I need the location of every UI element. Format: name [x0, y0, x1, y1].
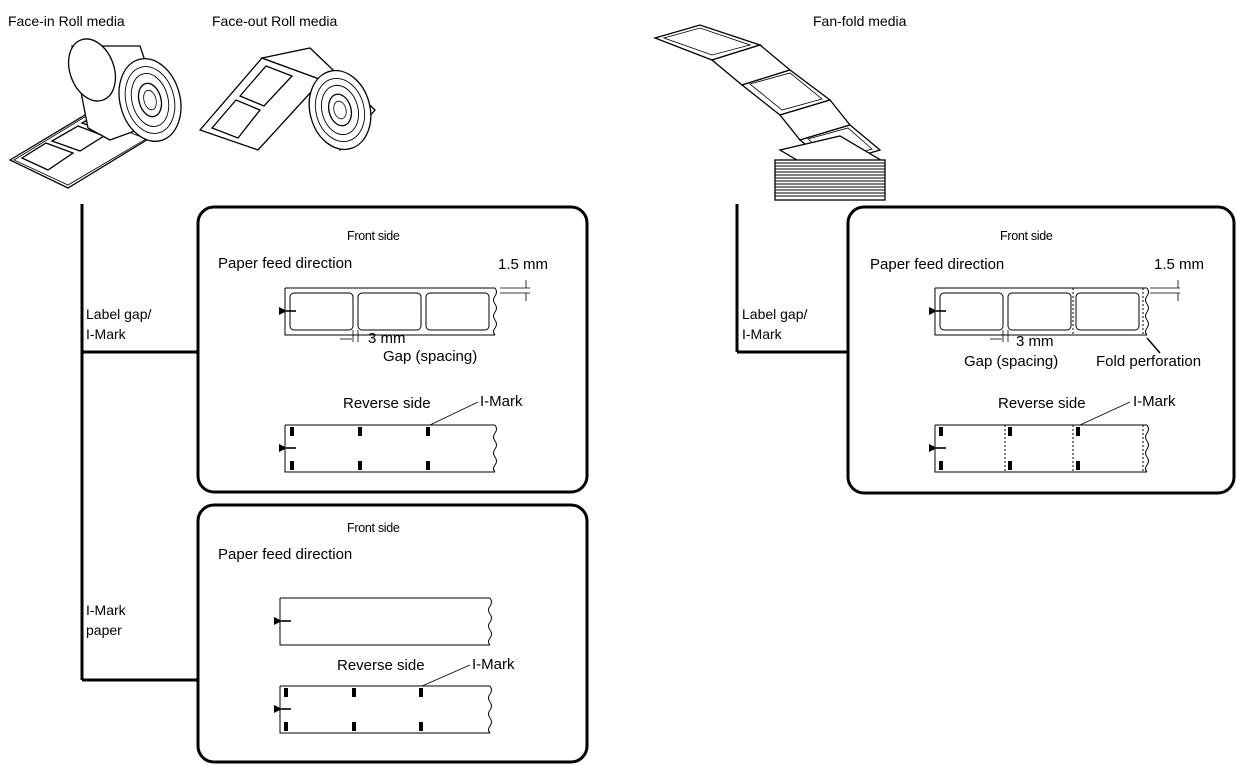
face-out-roll-title: Face-out Roll media	[212, 13, 338, 29]
roll-feed-direction-label: Paper feed direction	[218, 255, 353, 272]
fanfold-category-line2: I-Mark	[742, 326, 782, 342]
connector-lines	[80, 204, 848, 682]
imark-front-side-label: Front side	[347, 521, 400, 535]
fanfold-reverse-imarks	[939, 427, 1080, 470]
roll-gap-label: Gap (spacing)	[383, 348, 478, 365]
roll-front-side-label: Front side	[347, 229, 400, 243]
imark-paper-panel-frame	[196, 503, 589, 764]
fanfold-gap-dimension: 3 mm	[1016, 333, 1054, 350]
imark-imark-label: I-Mark	[472, 656, 515, 673]
imark-front-strip	[279, 597, 492, 646]
roll-reverse-strip	[284, 401, 497, 473]
face-out-roll-illustration	[198, 47, 376, 152]
fanfold-gap-label: Gap (spacing)	[964, 353, 1059, 370]
face-in-roll-title: Face-in Roll media	[8, 13, 125, 29]
fanfold-feed-direction-label: Paper feed direction	[870, 256, 1005, 273]
fanfold-reverse-side-label: Reverse side	[998, 395, 1086, 412]
fanfold-category-line1: Label gap/	[742, 306, 808, 322]
fanfold-front-side-label: Front side	[1000, 229, 1053, 243]
imark-paper-category-line1: I-Mark	[86, 602, 126, 618]
roll-label-gap-category-line2: I-Mark	[86, 326, 126, 342]
roll-imark-label: I-Mark	[480, 393, 523, 410]
roll-gap-dimension: 3 mm	[368, 330, 406, 347]
roll-reverse-side-label: Reverse side	[343, 395, 431, 412]
roll-reverse-imarks	[290, 427, 430, 470]
imark-reverse-side-label: Reverse side	[337, 657, 425, 674]
imark-reverse-strip	[279, 664, 492, 734]
face-in-roll-illustration	[8, 38, 182, 189]
fanfold-fold-perforation-label: Fold perforation	[1096, 353, 1202, 370]
roll-front-strip	[284, 280, 530, 342]
fanfold-panel-frame	[846, 205, 1236, 495]
imark-paper-category-line2: paper	[86, 622, 122, 638]
imark-feed-direction-label: Paper feed direction	[218, 546, 353, 563]
fanfold-reverse-strip	[934, 401, 1149, 473]
imark-reverse-imarks	[284, 688, 423, 731]
fanfold-imark-label: I-Mark	[1133, 393, 1176, 410]
roll-label-gap-category-line1: Label gap/	[86, 306, 152, 322]
roll-margin-dimension: 1.5 mm	[498, 256, 549, 273]
fanfold-front-strip	[934, 280, 1180, 354]
label-gap-panel-frame	[196, 205, 589, 494]
fanfold-margin-dimension: 1.5 mm	[1154, 256, 1205, 273]
fan-fold-stack-illustration	[652, 24, 886, 201]
fan-fold-title: Fan-fold media	[813, 13, 907, 29]
